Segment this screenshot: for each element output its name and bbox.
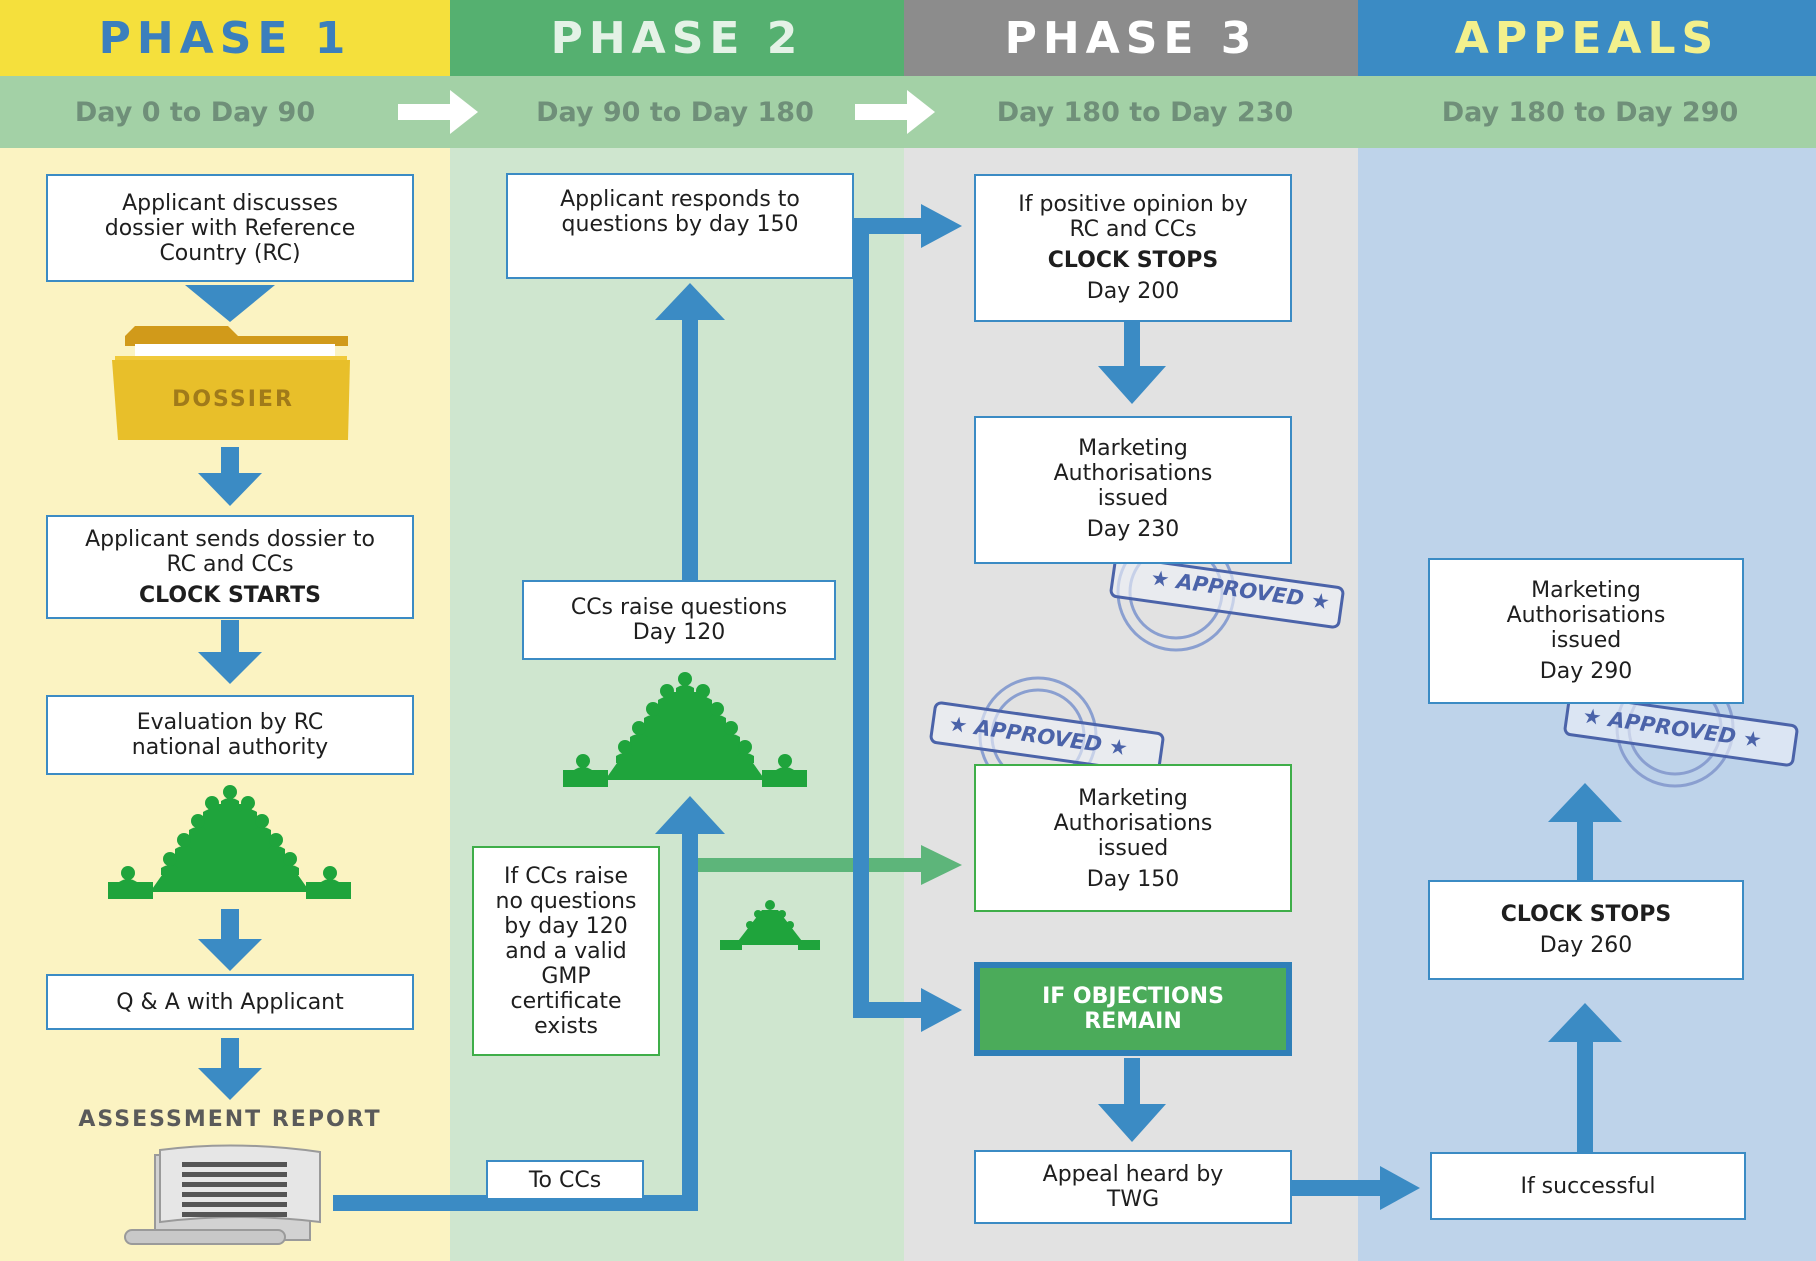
discuss-dossier-box: Applicant discusses dossier with Referen…: [46, 174, 414, 282]
phase2-header: PHASE 2: [450, 0, 904, 76]
arrow-meeting-to-qa: [198, 909, 262, 971]
arrow-sends-to-eval: [198, 620, 262, 684]
appeals-ma-issued-box: Marketing Authorisations issued Day 290: [1428, 558, 1744, 704]
ccs-raise-questions-box: CCs raise questions Day 120: [522, 580, 836, 660]
flow-to-ccs: [333, 283, 725, 1211]
applicant-responds-text: Applicant responds to questions by day 1…: [560, 187, 800, 237]
dossier-label: DOSSIER: [172, 387, 294, 412]
applicant-responds-box: Applicant responds to questions by day 1…: [506, 173, 854, 279]
day230-text: Day 230: [1086, 517, 1180, 542]
evaluation-box: Evaluation by RC national authority: [46, 695, 414, 775]
day260-text: Day 260: [1539, 933, 1633, 958]
arrow-clockstops-to-ma-issued: [1548, 783, 1622, 880]
meeting-table-icon: [108, 785, 351, 899]
positive-opinion-text: If positive opinion by RC and CCs: [1018, 192, 1248, 242]
sends-dossier-box: Applicant sends dossier to RC and CCs CL…: [46, 515, 414, 619]
to-ccs-box: To CCs: [486, 1160, 644, 1200]
range-arrow-1: [398, 90, 478, 134]
day290-text: Day 290: [1539, 659, 1633, 684]
meeting-table-icon-small: [720, 900, 820, 950]
blue-trunk: [853, 204, 962, 1032]
discuss-dossier-text: Applicant discusses dossier with Referen…: [104, 190, 356, 266]
green-flow-to-day150: [698, 845, 962, 885]
ma-issued-day230-box: Marketing Authorisations issued Day 230: [974, 416, 1292, 564]
positive-opinion-box: If positive opinion by RC and CCs CLOCK …: [974, 174, 1292, 322]
if-successful-box: If successful: [1430, 1152, 1746, 1220]
arrow-appeal-to-successful: [1292, 1166, 1420, 1210]
phase1-header: PHASE 1: [0, 0, 450, 76]
arrow-qa-to-report: [198, 1038, 262, 1100]
appeal-twg-text: Appeal heard by TWG: [1042, 1162, 1224, 1212]
qa-text: Q & A with Applicant: [116, 989, 344, 1015]
clock-starts-label: CLOCK STARTS: [139, 582, 321, 608]
arrow-clockstops-to-ma: [1098, 322, 1166, 404]
appeals-range: Day 180 to Day 290: [1441, 96, 1739, 128]
phase2-range: Day 90 to Day 180: [536, 96, 814, 128]
appeals-clock-stops-label: CLOCK STOPS: [1500, 902, 1672, 927]
ma-issued-day150-box: Marketing Authorisations issued Day 150: [974, 764, 1292, 912]
appeal-twg-box: Appeal heard by TWG: [974, 1150, 1292, 1224]
ma-issued-text: Marketing Authorisations issued: [1053, 786, 1213, 861]
ma-issued-text: Marketing Authorisations issued: [1053, 436, 1213, 511]
no-questions-box: If CCs raise no questions by day 120 and…: [472, 846, 660, 1056]
day200-text: Day 200: [1086, 279, 1180, 304]
arrow-successful-to-clockstops: [1548, 1003, 1622, 1155]
appeals-header: APPEALS: [1358, 0, 1816, 76]
day150-text: Day 150: [1086, 867, 1180, 892]
phase3-header: PHASE 3: [904, 0, 1358, 76]
to-ccs-text: To CCs: [528, 1167, 602, 1193]
ccs-raise-day: Day 120: [632, 620, 726, 645]
objections-remain-text: IF OBJECTIONS REMAIN: [1042, 984, 1224, 1034]
scroll-document-icon: [124, 1144, 321, 1245]
ccs-raise-text: CCs raise questions: [570, 595, 788, 620]
arrow-objections-to-appeal: [1098, 1058, 1166, 1142]
phase1-range: Day 0 to Day 90: [74, 96, 316, 128]
sends-dossier-text: Applicant sends dossier to RC and CCs: [85, 526, 375, 577]
if-successful-text: If successful: [1520, 1173, 1656, 1199]
clock-stops-label: CLOCK STOPS: [1047, 248, 1219, 273]
qa-box: Q & A with Applicant: [46, 974, 414, 1030]
arrow-discuss-to-dossier: [185, 285, 275, 322]
appeals-clock-stops-box: CLOCK STOPS Day 260: [1428, 880, 1744, 980]
range-arrow-2: [855, 90, 935, 134]
appeals-ma-issued-text: Marketing Authorisations issued: [1506, 578, 1666, 653]
arrow-dossier-to-sends: [198, 447, 262, 506]
no-questions-text: If CCs raise no questions by day 120 and…: [495, 863, 637, 1039]
phase3-range: Day 180 to Day 230: [996, 96, 1294, 128]
assessment-report-label: ASSESSMENT REPORT: [78, 1107, 382, 1132]
meeting-table-icon: [563, 672, 807, 787]
folder-icon: [112, 326, 350, 440]
objections-remain-box: IF OBJECTIONS REMAIN: [974, 962, 1292, 1056]
evaluation-text: Evaluation by RC national authority: [131, 710, 329, 760]
